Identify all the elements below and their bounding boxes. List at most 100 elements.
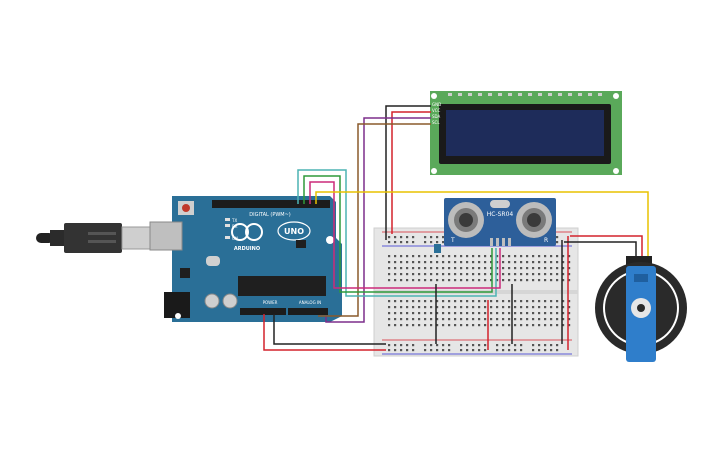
breadboard-hole: [526, 300, 529, 303]
breadboard-hole: [406, 273, 409, 276]
breadboard-hole: [430, 236, 433, 239]
breadboard-hole: [394, 318, 397, 321]
breadboard-hole: [466, 255, 469, 258]
breadboard-hole: [562, 279, 565, 282]
breadboard-hole: [496, 261, 499, 264]
breadboard-hole: [502, 255, 505, 258]
breadboard-hole: [556, 255, 559, 258]
breadboard-hole: [568, 318, 571, 321]
breadboard-hole: [490, 261, 493, 264]
breadboard-hole: [544, 349, 547, 352]
breadboard-hole: [466, 306, 469, 309]
breadboard-hole: [472, 273, 475, 276]
breadboard-hole: [472, 267, 475, 270]
breadboard-hole: [430, 324, 433, 327]
wires: [263, 105, 649, 351]
breadboard-hole: [388, 306, 391, 309]
breadboard-hole: [568, 273, 571, 276]
breadboard-hole: [412, 241, 415, 244]
breadboard-hole: [442, 267, 445, 270]
lcd-pin-sda: SDA: [432, 114, 441, 119]
breadboard-hole: [406, 255, 409, 258]
breadboard-hole: [550, 279, 553, 282]
breadboard-hole: [418, 255, 421, 258]
breadboard-hole: [436, 324, 439, 327]
breadboard-hole: [400, 273, 403, 276]
lcd-pin-gnd: GND: [432, 102, 441, 107]
breadboard-hole: [556, 241, 559, 244]
breadboard-hole: [388, 273, 391, 276]
breadboard-hole: [478, 349, 481, 352]
breadboard-hole: [472, 349, 475, 352]
breadboard-hole: [526, 273, 529, 276]
breadboard-hole: [556, 267, 559, 270]
breadboard-hole: [394, 300, 397, 303]
breadboard-hole: [472, 312, 475, 315]
sensor-r-label: R: [544, 237, 548, 244]
breadboard-hole: [424, 306, 427, 309]
breadboard-hole: [526, 267, 529, 270]
breadboard-hole: [484, 318, 487, 321]
breadboard-hole: [454, 312, 457, 315]
breadboard-hole: [460, 261, 463, 264]
breadboard-hole: [556, 273, 559, 276]
breadboard-hole: [406, 267, 409, 270]
breadboard-hole: [406, 344, 409, 347]
breadboard-hole: [418, 300, 421, 303]
breadboard-hole: [418, 324, 421, 327]
breadboard-hole: [436, 255, 439, 258]
breadboard-hole: [436, 312, 439, 315]
breadboard-hole: [514, 312, 517, 315]
sensor-model-label: HC-SR04: [487, 211, 514, 218]
breadboard-hole: [412, 344, 415, 347]
breadboard-hole: [502, 349, 505, 352]
breadboard-hole: [466, 273, 469, 276]
breadboard-hole: [508, 261, 511, 264]
breadboard-hole: [496, 255, 499, 258]
breadboard-hole: [550, 300, 553, 303]
breadboard-hole: [454, 318, 457, 321]
breadboard-hole: [412, 236, 415, 239]
breadboard-hole: [562, 273, 565, 276]
breadboard-hole: [412, 255, 415, 258]
breadboard-hole: [550, 255, 553, 258]
breadboard-hole: [538, 255, 541, 258]
arduino-uno-board: DIGITAL (PWM~) ARDUINO UNO TX RX ON POWE…: [149, 196, 342, 322]
breadboard-hole: [538, 261, 541, 264]
breadboard-hole: [400, 344, 403, 347]
breadboard-hole: [544, 267, 547, 270]
breadboard-hole: [568, 267, 571, 270]
breadboard-hole: [388, 324, 391, 327]
breadboard-hole: [454, 306, 457, 309]
breadboard-hole: [490, 273, 493, 276]
breadboard-hole: [538, 312, 541, 315]
breadboard-hole: [436, 273, 439, 276]
breadboard-hole: [538, 349, 541, 352]
breadboard-hole: [448, 349, 451, 352]
breadboard-hole: [514, 261, 517, 264]
breadboard-hole: [556, 236, 559, 239]
breadboard-hole: [490, 255, 493, 258]
on-label: ON: [232, 236, 238, 241]
breadboard-hole: [520, 324, 523, 327]
breadboard-hole: [406, 236, 409, 239]
breadboard-hole: [406, 300, 409, 303]
breadboard-hole: [526, 312, 529, 315]
breadboard-hole: [472, 279, 475, 282]
breadboard-hole: [496, 318, 499, 321]
breadboard-hole: [490, 318, 493, 321]
breadboard-hole: [484, 312, 487, 315]
breadboard-hole: [400, 318, 403, 321]
breadboard-hole: [484, 324, 487, 327]
breadboard-hole: [526, 261, 529, 264]
breadboard-hole: [442, 279, 445, 282]
breadboard-hole: [478, 344, 481, 347]
rx-label: RX: [232, 224, 238, 229]
breadboard-hole: [562, 255, 565, 258]
breadboard-hole: [460, 344, 463, 347]
breadboard-hole: [388, 236, 391, 239]
breadboard-hole: [412, 279, 415, 282]
breadboard-hole: [406, 312, 409, 315]
breadboard-hole: [412, 324, 415, 327]
breadboard-hole: [472, 261, 475, 264]
